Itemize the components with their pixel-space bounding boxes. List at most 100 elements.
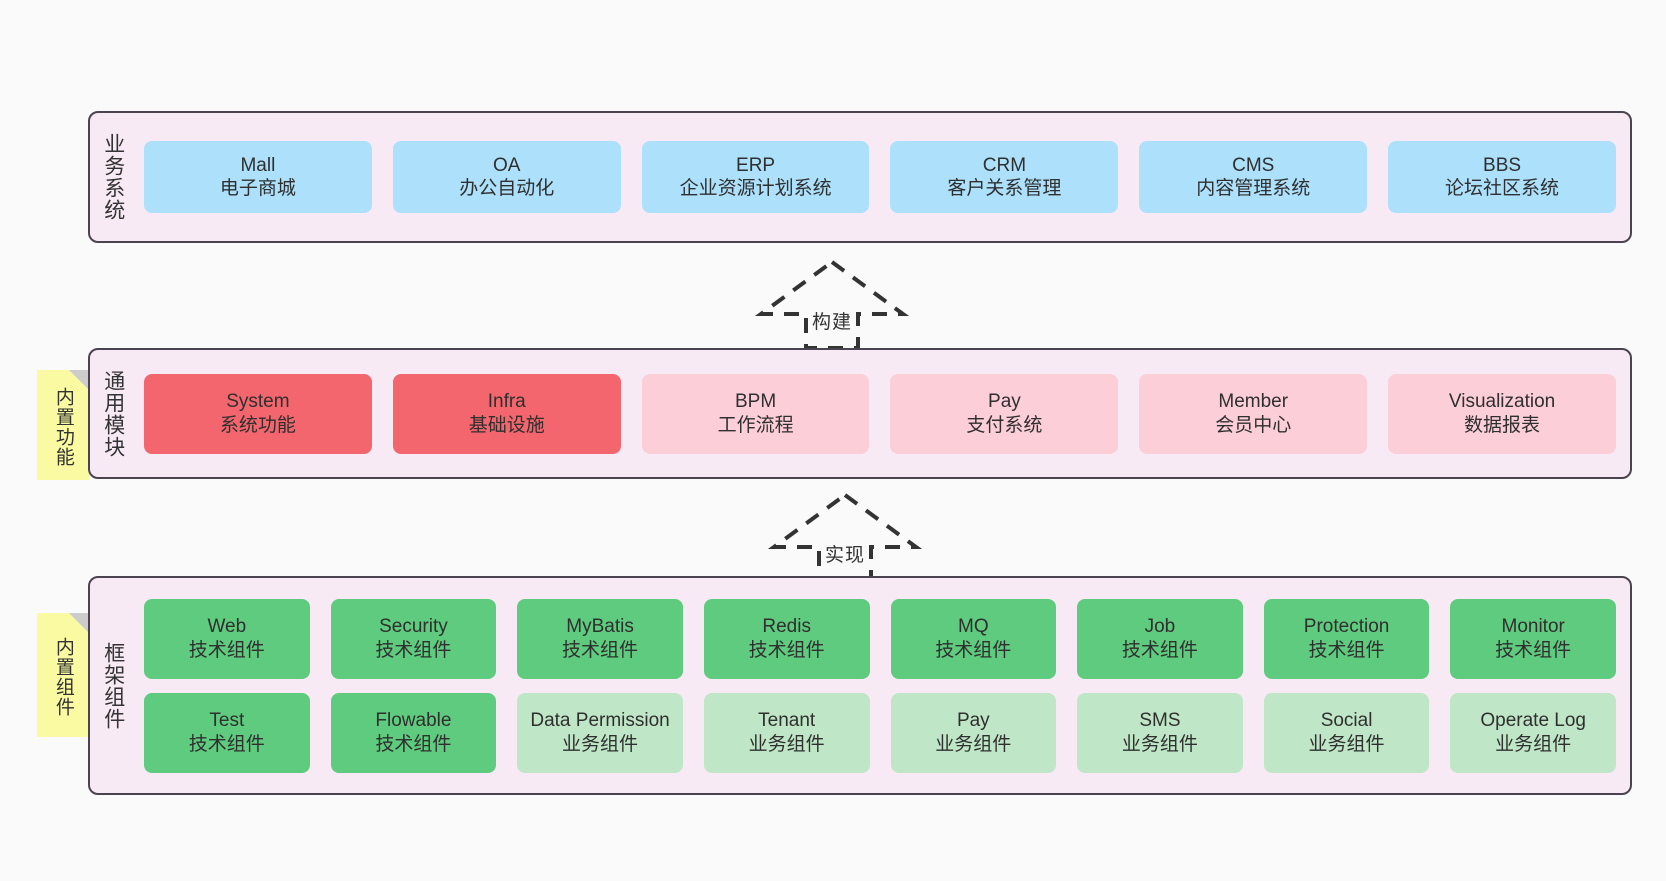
card-infra[interactable]: Infra 基础设施 <box>392 373 621 454</box>
card-monitor[interactable]: Monitor 技术组件 <box>1450 598 1616 679</box>
card-title: Social <box>1320 710 1373 732</box>
card-title: Security <box>379 616 448 638</box>
arrow-implement-icon <box>767 492 923 583</box>
framework-tech-row: Web 技术组件 Security 技术组件 MyBatis 技术组件 Redi… <box>144 598 1616 679</box>
layer-body-business-system: Mall 电子商城 OA 办公自动化 ERP 企业资源计划系统 CRM 客户关系… <box>136 113 1630 241</box>
card-subtitle: 论坛社区系统 <box>1445 178 1560 199</box>
card-subtitle: 技术组件 <box>935 639 1012 661</box>
card-subtitle: 业务组件 <box>935 733 1012 755</box>
card-cms[interactable]: CMS 内容管理系统 <box>1139 141 1368 213</box>
card-title: Pay <box>956 710 990 732</box>
card-subtitle: 支付系统 <box>966 414 1043 436</box>
card-title: BBS <box>1483 154 1522 176</box>
layer-body-common-modules: System 系统功能 Infra 基础设施 BPM 工作流程 Pay 支付系统… <box>136 350 1630 477</box>
card-erp[interactable]: ERP 企业资源计划系统 <box>641 141 870 213</box>
card-title: Job <box>1144 616 1176 638</box>
arrow-implement: 实现 <box>767 491 923 583</box>
card-title: Pay <box>988 391 1021 413</box>
card-system[interactable]: System 系统功能 <box>144 373 372 454</box>
card-visualization[interactable]: Visualization 数据报表 <box>1388 373 1616 454</box>
card-member[interactable]: Member 会员中心 <box>1139 373 1368 454</box>
card-subtitle: 技术组件 <box>1121 639 1198 661</box>
card-pay-module[interactable]: Pay 支付系统 <box>890 373 1119 454</box>
layer-body-framework-components: Web 技术组件 Security 技术组件 MyBatis 技术组件 Redi… <box>136 578 1630 793</box>
card-data-permission[interactable]: Data Permission 业务组件 <box>517 692 683 773</box>
card-title: Monitor <box>1501 616 1565 638</box>
card-pay-component[interactable]: Pay 业务组件 <box>890 692 1057 773</box>
card-subtitle: 业务组件 <box>1495 733 1572 755</box>
card-crm[interactable]: CRM 客户关系管理 <box>890 141 1119 213</box>
arrow-build-label: 构建 <box>811 312 852 333</box>
card-subtitle: 技术组件 <box>188 733 265 755</box>
card-redis[interactable]: Redis 技术组件 <box>703 598 870 679</box>
card-title: Member <box>1218 391 1289 413</box>
card-subtitle: 会员中心 <box>1215 414 1292 436</box>
card-social[interactable]: Social 业务组件 <box>1263 692 1430 773</box>
arrow-build: 构建 <box>754 258 910 350</box>
card-bbs[interactable]: BBS 论坛社区系统 <box>1388 141 1616 213</box>
card-subtitle: 技术组件 <box>375 733 452 755</box>
card-title: CMS <box>1232 154 1275 176</box>
card-tenant[interactable]: Tenant 业务组件 <box>703 692 870 773</box>
card-oa[interactable]: OA 办公自动化 <box>392 141 621 213</box>
card-mq[interactable]: MQ 技术组件 <box>890 598 1057 679</box>
card-mall[interactable]: Mall 电子商城 <box>144 141 372 213</box>
card-title: Mall <box>240 154 276 176</box>
card-bpm[interactable]: BPM 工作流程 <box>641 373 870 454</box>
card-subtitle: 电子商城 <box>219 178 296 199</box>
card-web[interactable]: Web 技术组件 <box>144 598 310 679</box>
layer-title-common-modules: 通用模块 <box>101 369 125 458</box>
card-subtitle: 办公自动化 <box>459 178 555 199</box>
card-protection[interactable]: Protection 技术组件 <box>1263 598 1430 679</box>
card-flowable[interactable]: Flowable 技术组件 <box>330 692 497 773</box>
card-title: Tenant <box>758 710 816 732</box>
card-security[interactable]: Security 技术组件 <box>330 598 497 679</box>
card-operate-log[interactable]: Operate Log 业务组件 <box>1450 692 1616 773</box>
layer-title-framework-components: 框架组件 <box>101 641 125 730</box>
card-subtitle: 客户关系管理 <box>947 178 1062 199</box>
framework-business-row: Test 技术组件 Flowable 技术组件 Data Permission … <box>144 692 1616 773</box>
card-test[interactable]: Test 技术组件 <box>144 692 310 773</box>
card-title: Operate Log <box>1480 710 1586 732</box>
note-builtin-features: 内置功能 <box>37 370 89 480</box>
note-builtin-components: 内置组件 <box>37 613 89 737</box>
card-title: Flowable <box>375 710 452 732</box>
card-title: Data Permission <box>530 710 670 732</box>
note-label: 内置组件 <box>52 637 74 717</box>
arrow-build-icon <box>754 259 910 350</box>
card-subtitle: 业务组件 <box>562 733 639 755</box>
card-title: Redis <box>762 616 811 638</box>
card-subtitle: 业务组件 <box>1121 733 1198 755</box>
layer-common-modules: 通用模块 System 系统功能 Infra 基础设施 BPM 工作流程 Pay <box>88 348 1632 479</box>
card-subtitle: 业务组件 <box>748 733 825 755</box>
card-subtitle: 基础设施 <box>468 414 545 436</box>
card-subtitle: 内容管理系统 <box>1196 178 1311 199</box>
card-job[interactable]: Job 技术组件 <box>1077 598 1243 679</box>
arrow-implement-label: 实现 <box>824 545 865 566</box>
card-mybatis[interactable]: MyBatis 技术组件 <box>517 598 683 679</box>
card-title: MyBatis <box>566 616 634 638</box>
card-title: BPM <box>734 391 777 413</box>
note-label: 内置功能 <box>52 387 74 467</box>
card-subtitle: 技术组件 <box>562 639 639 661</box>
card-subtitle: 业务组件 <box>1308 733 1385 755</box>
card-subtitle: 技术组件 <box>188 639 265 661</box>
card-title: ERP <box>736 154 776 176</box>
card-subtitle: 工作流程 <box>717 414 794 436</box>
card-title: MQ <box>958 616 989 638</box>
card-sms[interactable]: SMS 业务组件 <box>1077 692 1243 773</box>
card-subtitle: 技术组件 <box>375 639 452 661</box>
card-title: Web <box>207 616 247 638</box>
card-title: Infra <box>487 391 526 413</box>
card-subtitle: 数据报表 <box>1464 414 1541 436</box>
card-title: OA <box>493 154 521 176</box>
layer-framework-components: 框架组件 Web 技术组件 Security 技术组件 MyBatis 技术组件… <box>88 576 1632 795</box>
card-title: Protection <box>1303 616 1390 638</box>
business-system-row: Mall 电子商城 OA 办公自动化 ERP 企业资源计划系统 CRM 客户关系… <box>144 141 1616 213</box>
card-subtitle: 技术组件 <box>748 639 825 661</box>
layer-title-business-system: 业务系统 <box>101 133 125 221</box>
layer-business-system: 业务系统 Mall 电子商城 OA 办公自动化 ERP 企业资源计划系统 CRM <box>88 111 1632 243</box>
card-subtitle: 企业资源计划系统 <box>679 178 832 199</box>
card-subtitle: 技术组件 <box>1308 639 1385 661</box>
